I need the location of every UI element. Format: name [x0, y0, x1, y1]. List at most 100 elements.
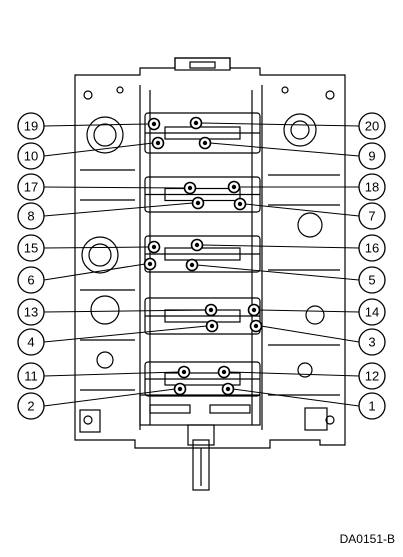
leader-line [232, 388, 360, 407]
callout-circle [17, 362, 45, 390]
leader-line [209, 142, 360, 157]
callout-circle [358, 112, 386, 140]
bearing-cap-bolt [247, 303, 261, 317]
callout-group: 19 20 10 9 17 18 8 7 15 16 6 5 13 14 4 3 11 12 2 1 [17, 112, 386, 420]
callout-1: 1 [358, 392, 386, 420]
callout-label: 1 [368, 399, 375, 414]
callout-11: 11 [17, 362, 45, 390]
leader-line [43, 371, 180, 377]
leader-line [43, 186, 186, 189]
leader-line [43, 325, 208, 343]
bearing-cap-bolts [143, 116, 263, 396]
callout-label: 12 [365, 369, 379, 384]
callout-label: 6 [27, 273, 34, 288]
callout-circle [358, 142, 386, 170]
callout-8: 8 [17, 202, 45, 230]
leader-line [228, 371, 360, 377]
bearing-cap-bolt [198, 136, 212, 150]
callout-label: 13 [24, 305, 38, 320]
callout-circle [358, 392, 386, 420]
callout-circle [17, 142, 45, 170]
callout-circle [17, 234, 45, 262]
callout-4: 4 [17, 328, 45, 356]
callout-circle [17, 202, 45, 230]
callout-2: 2 [17, 392, 45, 420]
bearing-cap-bolt [151, 136, 165, 150]
callout-label: 8 [27, 209, 34, 224]
callout-label: 4 [27, 335, 34, 350]
callout-label: 5 [368, 273, 375, 288]
callout-label: 9 [368, 149, 375, 164]
bearing-cap-bolt [191, 196, 205, 210]
callout-label: 11 [24, 369, 38, 384]
bearing-cap-bolt [147, 240, 161, 254]
callout-label: 17 [24, 180, 38, 195]
bearing-cap-bolt [190, 238, 204, 252]
leader-lines [43, 122, 360, 407]
bearing-cap-bolt [204, 303, 218, 317]
leader-line [43, 388, 176, 407]
callout-7: 7 [358, 202, 386, 230]
callout-label: 20 [365, 119, 379, 134]
main-bearing-cap [144, 297, 261, 335]
callout-circle [358, 173, 386, 201]
callout-circle [17, 392, 45, 420]
callout-label: 16 [365, 241, 379, 256]
callout-circle [358, 298, 386, 326]
leader-line [244, 203, 360, 217]
callout-17: 17 [17, 173, 45, 201]
callout-12: 12 [358, 362, 386, 390]
leader-line [200, 122, 360, 127]
bearing-cap-bolt [217, 365, 231, 379]
bearing-cap-bolt [221, 382, 235, 396]
leader-line [201, 244, 360, 249]
callout-5: 5 [358, 266, 386, 294]
main-bearing-cap [144, 361, 261, 397]
main-bearing-caps [144, 112, 261, 397]
cylinder-block-outline [74, 57, 346, 491]
main-bearing-cap [144, 235, 261, 273]
leader-line [258, 309, 360, 313]
bearing-cap-bolt [183, 181, 197, 195]
callout-9: 9 [358, 142, 386, 170]
callout-label: 18 [365, 180, 379, 195]
main-bearing-cap [144, 176, 261, 213]
bearing-cap-bolt [185, 258, 199, 272]
callout-circle [358, 362, 386, 390]
bearing-cap-bolt [177, 365, 191, 379]
bearing-cap-bolt [173, 382, 187, 396]
callout-10: 10 [17, 142, 45, 170]
callout-circle [358, 328, 386, 356]
leader-line [43, 246, 150, 249]
callout-18: 18 [358, 173, 386, 201]
callout-label: 15 [24, 241, 38, 256]
callout-3: 3 [358, 328, 386, 356]
callout-16: 16 [358, 234, 386, 262]
bearing-cap-bolt [143, 257, 157, 271]
figure-code: DA0151-B [339, 532, 395, 546]
bearing-cap-bolt [147, 117, 161, 131]
callout-20: 20 [358, 112, 386, 140]
callout-circle [358, 202, 386, 230]
callout-circle [358, 234, 386, 262]
leader-line [43, 142, 154, 157]
callout-15: 15 [17, 234, 45, 262]
leader-line [260, 325, 360, 343]
leader-line [43, 309, 207, 313]
callout-label: 7 [368, 209, 375, 224]
callout-circle [17, 328, 45, 356]
leader-line [196, 264, 360, 281]
callout-13: 13 [17, 298, 45, 326]
callout-circle [17, 298, 45, 326]
callout-circle [358, 266, 386, 294]
callout-label: 10 [24, 149, 38, 164]
bearing-cap-bolt [227, 180, 241, 194]
callout-14: 14 [358, 298, 386, 326]
callout-label: 3 [368, 335, 375, 350]
bearing-cap-bolt [205, 319, 219, 333]
bearing-cap-bolt [233, 197, 247, 211]
callout-label: 2 [27, 399, 34, 414]
callout-19: 19 [17, 112, 45, 140]
